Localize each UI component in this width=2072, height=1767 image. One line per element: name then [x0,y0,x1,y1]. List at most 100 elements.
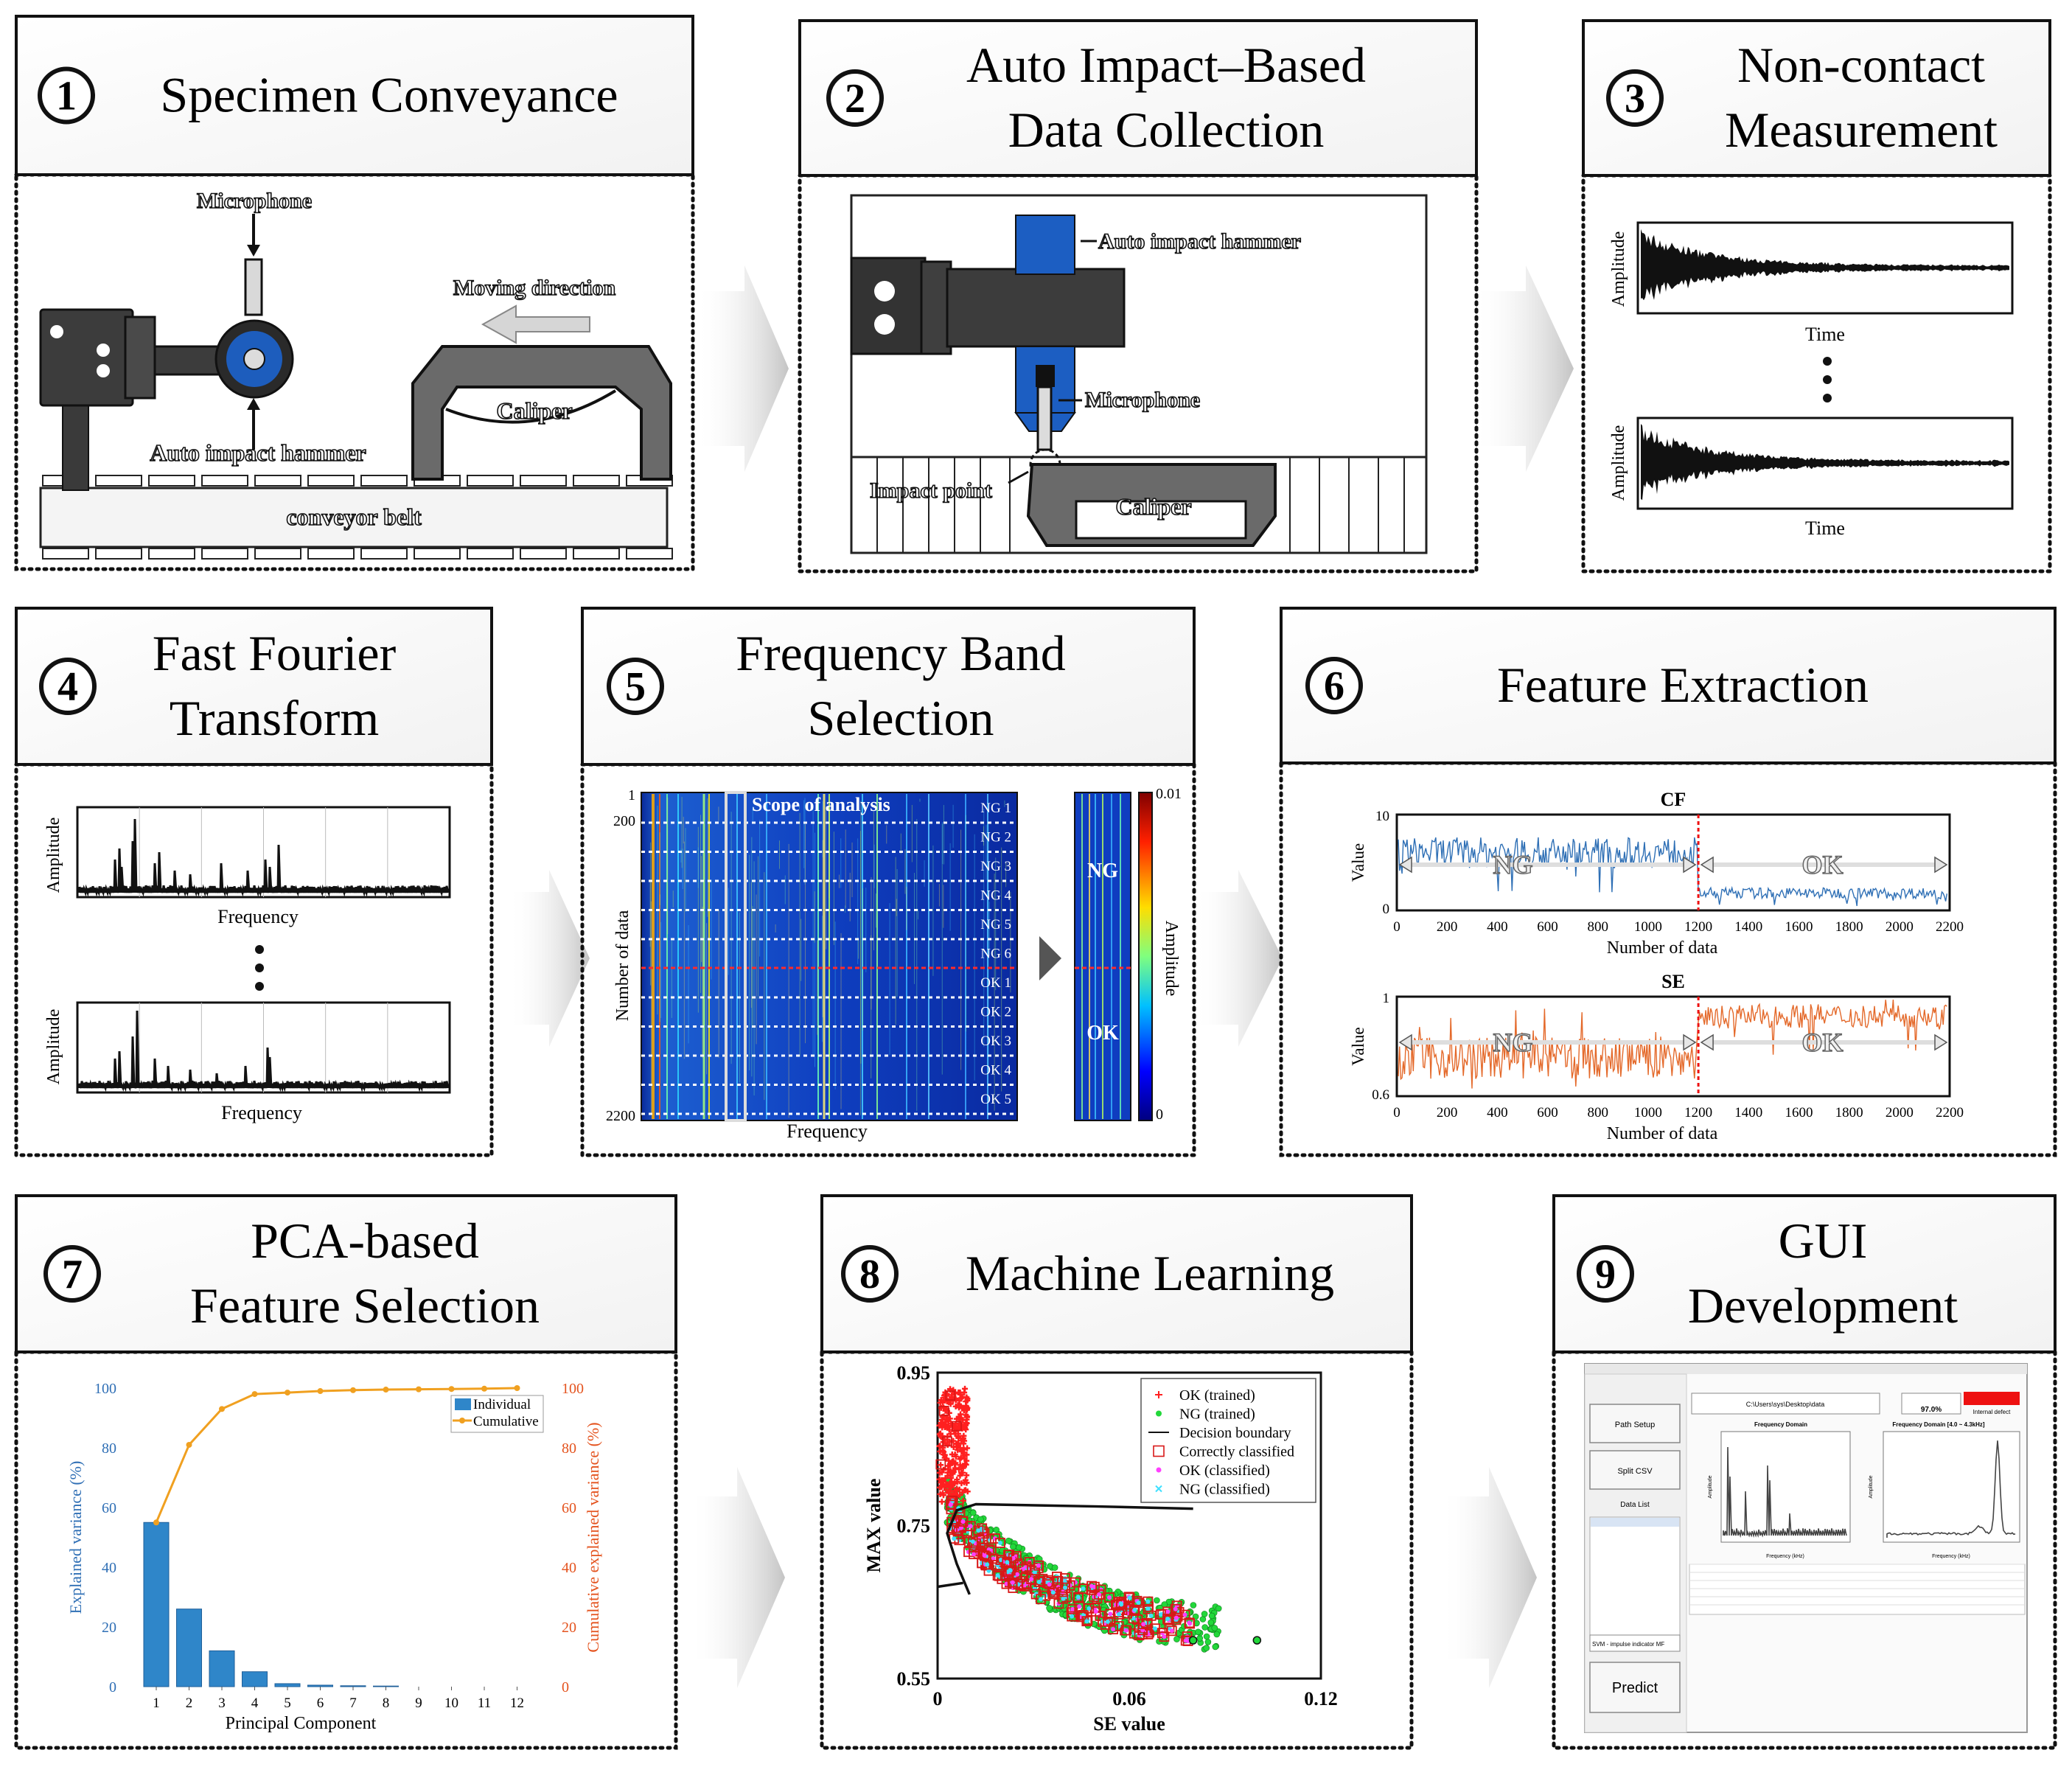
panel-1-illustration: Microphone Moving direction Caliper Auto… [39,188,673,560]
ok-point [964,1397,971,1404]
ng-label: NG [1493,850,1533,879]
step-title: Specimen Conveyance [160,67,618,123]
x-tick: 0 [1393,1105,1400,1121]
ok-point [959,1404,966,1411]
x-tick: 7 [349,1695,357,1711]
ng-point [1199,1616,1207,1623]
ok-point [937,1399,943,1406]
path-field [1691,1393,1880,1415]
decision-boundary [946,1502,1193,1595]
classified-point [1152,1626,1157,1631]
flow-arrow [689,1467,785,1688]
ok-point [941,1404,947,1411]
classified-square [971,1538,981,1549]
split-csv-button [1589,1450,1681,1490]
ok-point [938,1477,945,1483]
classified-point [1145,1606,1151,1611]
step-title: Fast Fourier [153,625,397,681]
legend-box [1140,1378,1316,1503]
step-number: 8 [859,1252,880,1297]
axis-label-frequency: Frequency [786,1121,868,1142]
cumulative-point [317,1388,324,1395]
ng-point [1195,1628,1201,1636]
ng-point [1196,1635,1203,1642]
panel-content-box [1581,173,2052,574]
belt-segment [520,475,567,487]
colorbar-max: 0.01 [1156,786,1182,802]
title-box [798,19,1478,177]
step-number-circle [826,69,884,127]
classified-square [1108,1624,1118,1635]
colorbar-min: 0 [1156,1106,1163,1123]
label-microphone-2: Microphone [1085,388,1200,412]
classified-point [1086,1606,1092,1611]
gui-spectrum-trace [1886,1440,2016,1538]
y-tick: 0.75 [897,1516,931,1537]
classified-square [1078,1609,1089,1620]
classified-square [1170,1603,1181,1614]
belt-segment [254,548,301,560]
cumulative-line [155,1387,517,1523]
gui-spectrum-trace [1723,1446,1847,1538]
classified-point [1029,1577,1034,1582]
auto-impact-hammer-block [1015,215,1075,275]
pca-bar [242,1671,268,1687]
ng-point [1201,1611,1208,1617]
classified-point [1145,1599,1151,1604]
classified-point [1141,1622,1146,1627]
ok-point [942,1475,949,1482]
classified-point [1111,1627,1116,1632]
ok-point [946,1415,953,1422]
y-tick: 0.6 [1372,1087,1389,1103]
y-tick: 0.55 [897,1668,931,1690]
classified-square [967,1536,978,1547]
group-label: NG 5 [980,917,1011,933]
path-text: C:\Users\sys\Desktop\data [1746,1401,1825,1408]
belt-segment [201,548,248,560]
x-tick: 800 [1587,919,1608,935]
classified-point [1097,1592,1102,1597]
ng-point [1101,1583,1108,1589]
classified-square [938,1405,949,1416]
y-tick-right: 0 [562,1679,569,1695]
classified-point [998,1541,1002,1545]
ok-point [937,1491,943,1497]
cumulative-point [448,1386,455,1393]
x-tick: 3 [218,1695,226,1711]
group-label: NG 3 [980,859,1011,874]
label-auto-impact-hammer-2: Auto impact hammer [1098,229,1301,254]
ng-point [1010,1543,1016,1550]
arrowheads [1398,856,1948,874]
belt-segment [95,548,142,560]
classified-square [945,1499,956,1510]
legend-marker [1155,1485,1162,1493]
pca-bar [274,1683,301,1687]
x-tick: 12 [510,1695,524,1711]
x-tick: 1800 [1835,1105,1863,1121]
classified-point [1165,1617,1170,1622]
classified-square [1129,1606,1140,1617]
classified-square [952,1421,962,1432]
classified-point [972,1552,976,1557]
step-title: Development [1688,1278,1958,1334]
group-label: OK 5 [980,1092,1011,1107]
classified-point [1036,1563,1042,1568]
ok-point [955,1435,962,1441]
step-number: 6 [1324,663,1344,709]
classified-point [1108,1611,1113,1617]
pca-bar [373,1685,399,1687]
belt-segment [42,548,89,560]
ok-point [946,1484,953,1491]
flow-arrow [509,870,590,1047]
hammer-arm [153,345,223,376]
ok-point [963,1472,970,1479]
x-tick: 600 [1537,1105,1558,1121]
classified-square [1033,1577,1044,1587]
x-tick: 10 [444,1695,458,1711]
flow-arrow [1474,265,1574,472]
ok-point [941,1413,947,1420]
axis-label: Principal Component [226,1714,377,1733]
